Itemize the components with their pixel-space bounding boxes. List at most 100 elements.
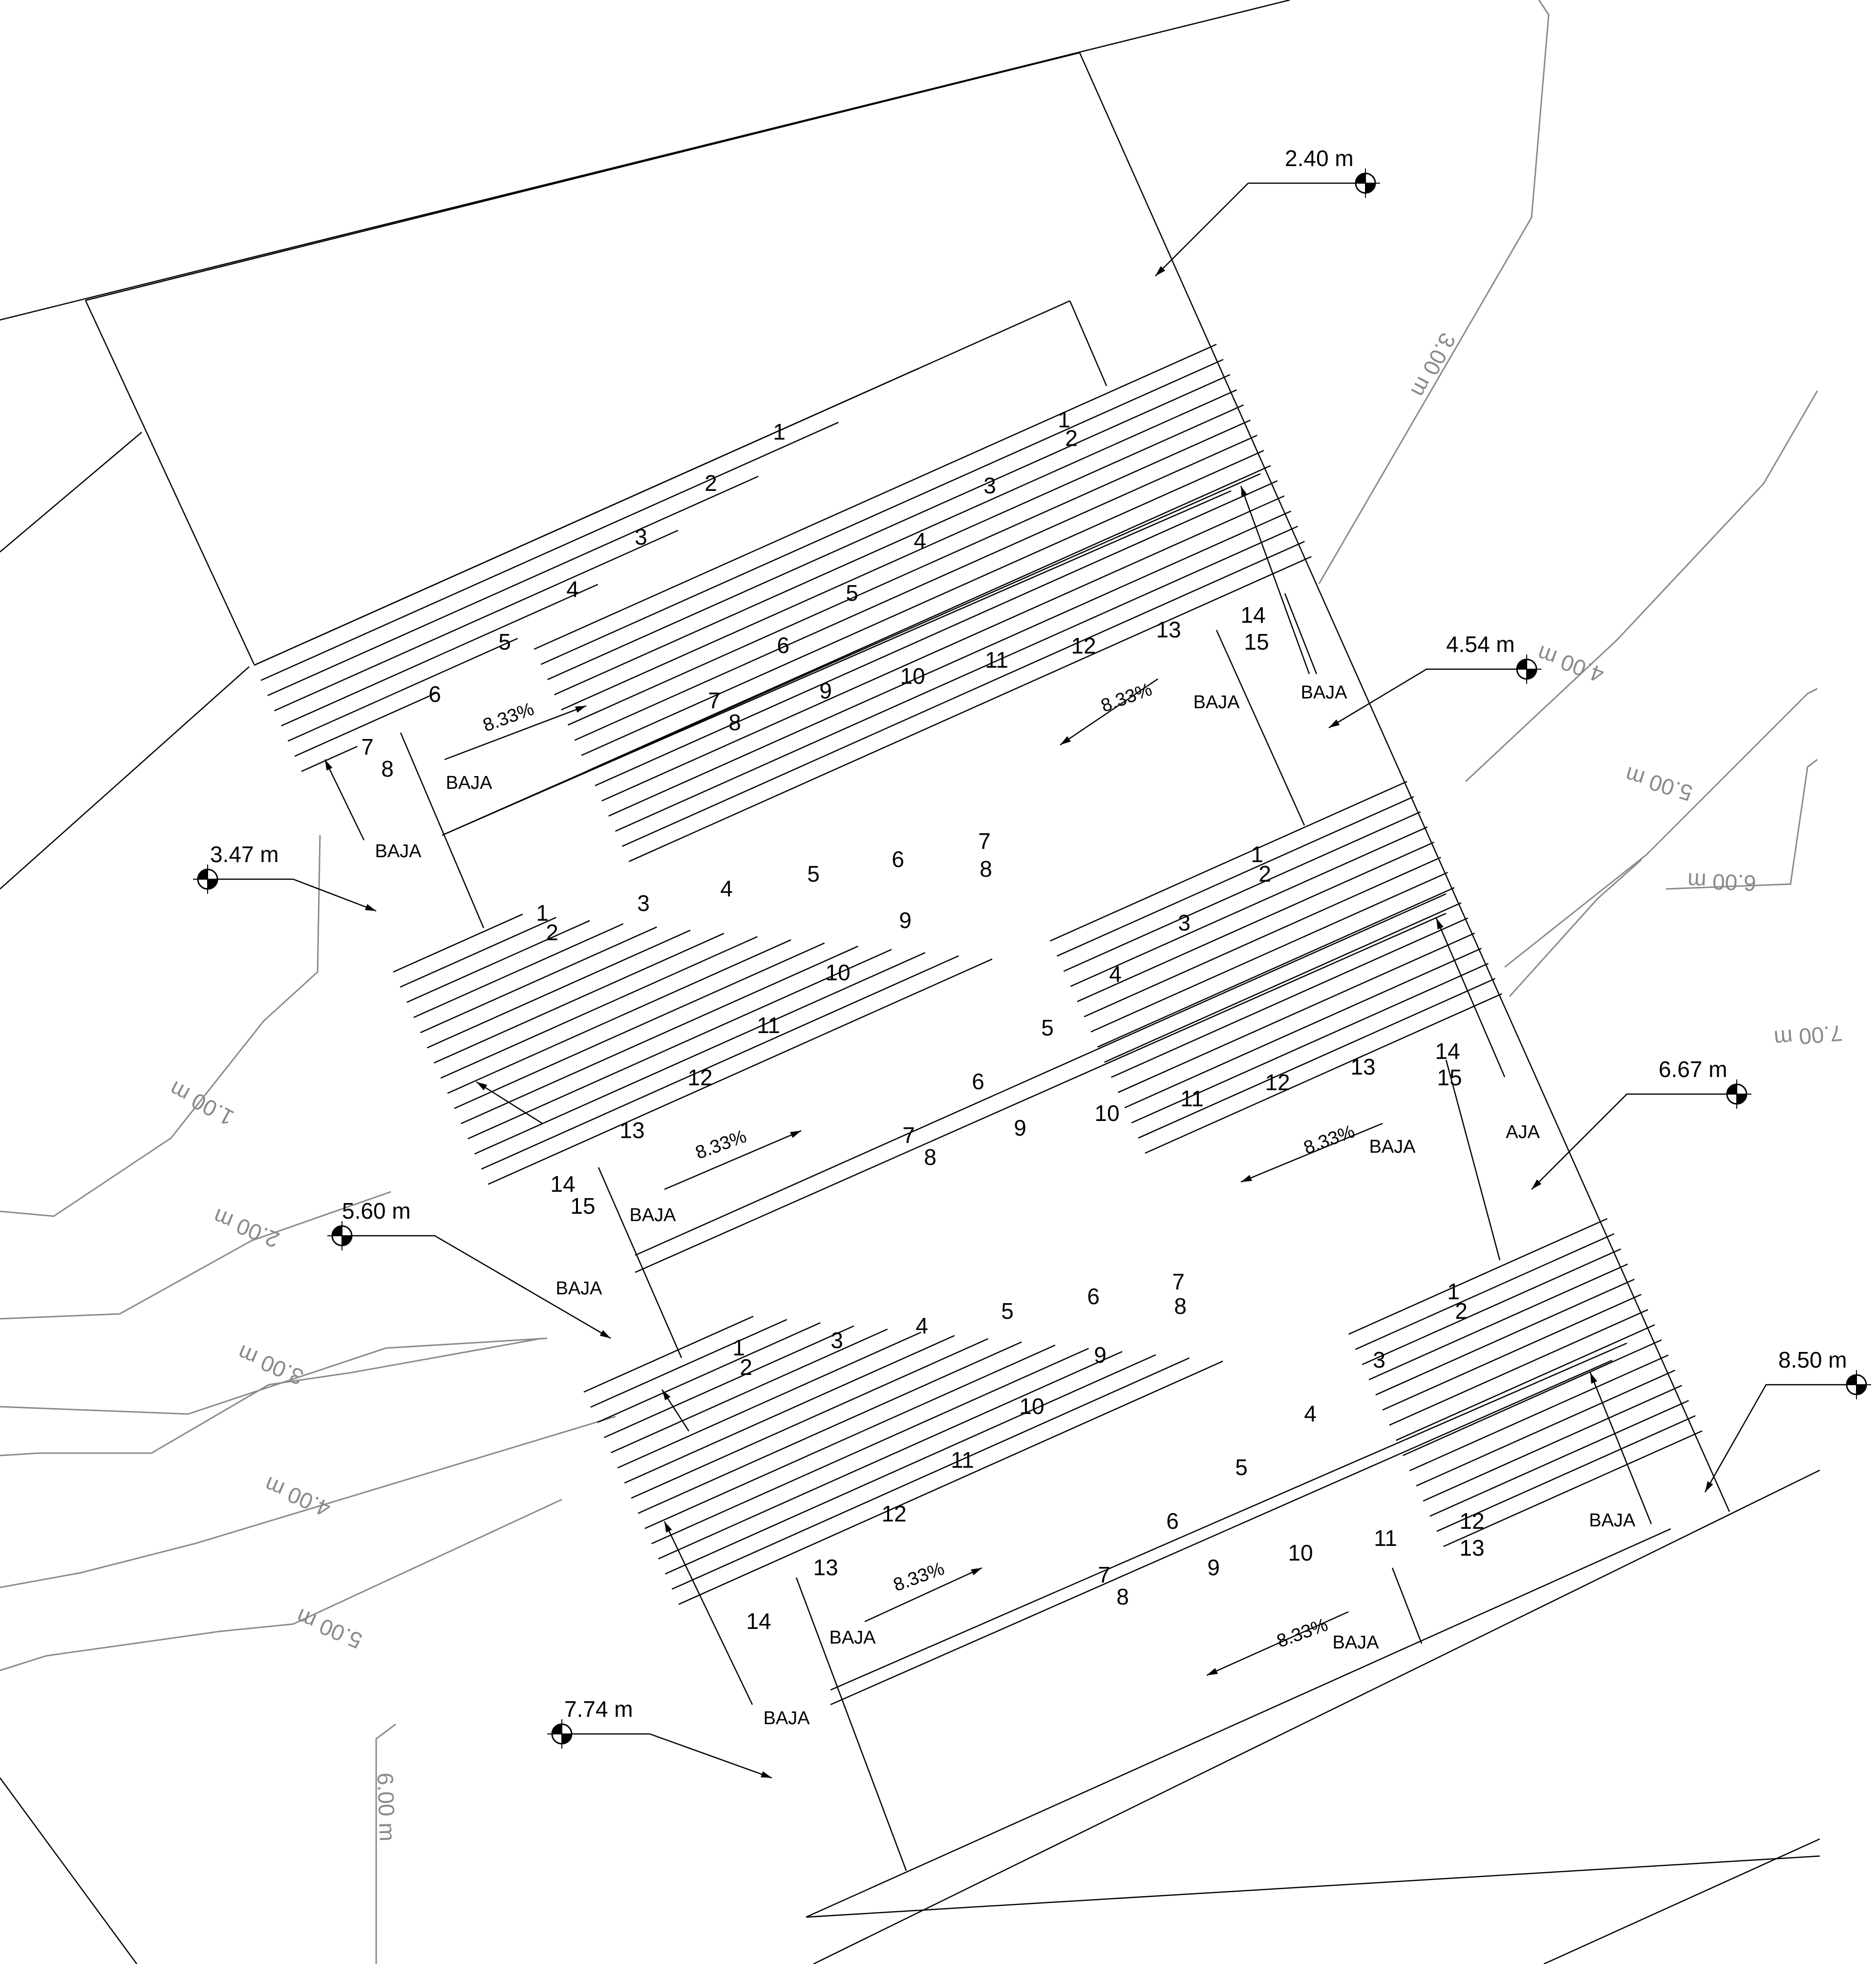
tread-line <box>1362 1248 1621 1365</box>
step-number: 7 <box>361 734 374 760</box>
level-value: 7.74 m <box>564 1696 633 1722</box>
step-number: 11 <box>757 1013 780 1038</box>
step-number: 4 <box>1304 1401 1317 1426</box>
step-line <box>461 946 858 1124</box>
step-line <box>400 917 556 988</box>
tread-line <box>615 526 1298 832</box>
level-marker: 8.50 m <box>1704 1347 1871 1493</box>
step-number: 7 <box>902 1122 915 1148</box>
step-number: 6 <box>972 1069 984 1094</box>
step-number: 9 <box>1207 1555 1220 1580</box>
direction-label: BAJA <box>1589 1510 1636 1531</box>
wall-line <box>795 1577 907 1871</box>
step-number: 5 <box>1041 1015 1054 1040</box>
contour-label: 4.00 m <box>261 1472 334 1522</box>
level-value: 4.54 m <box>1446 632 1515 657</box>
step-line <box>651 1348 1089 1544</box>
step-number: 3 <box>983 473 996 498</box>
contour-label: 3.00 m <box>1406 329 1461 401</box>
step-number: 10 <box>825 960 850 985</box>
tread-line <box>540 359 1224 665</box>
level-value: 8.50 m <box>1778 1347 1847 1373</box>
step-number: 5 <box>1001 1298 1014 1324</box>
step-number: 6 <box>1087 1284 1100 1309</box>
step-line <box>447 939 791 1094</box>
direction-label: BAJA <box>375 841 422 862</box>
tread-line <box>574 435 1258 741</box>
tread-line <box>628 556 1312 862</box>
tread-line <box>1375 1279 1635 1395</box>
tread-line <box>1110 917 1469 1078</box>
level-marker: 7.74 m <box>547 1696 772 1779</box>
step-number: 1 <box>1447 1279 1460 1304</box>
step-number: 6 <box>777 633 789 658</box>
step-number: 2 <box>1065 425 1078 451</box>
step-number: 11 <box>1180 1086 1204 1111</box>
tread-line <box>1416 1370 1676 1487</box>
step-number: 14 <box>1435 1038 1460 1064</box>
step-number: 4 <box>916 1313 928 1338</box>
step-line <box>658 1351 1123 1560</box>
tread-line <box>588 465 1271 771</box>
step-number: 3 <box>1373 1347 1386 1373</box>
step-number: 3 <box>831 1328 843 1353</box>
direction-arrow <box>444 705 587 760</box>
slope-label: 8.33% <box>1301 1121 1358 1159</box>
step-number: 11 <box>1374 1525 1397 1551</box>
step-line <box>406 920 590 1003</box>
step-number: 9 <box>899 908 912 933</box>
tread-line <box>1402 1339 1662 1457</box>
tread-line <box>1050 781 1407 942</box>
direction-arrow <box>663 1521 753 1705</box>
tread-line <box>1423 1385 1683 1502</box>
step-number: 4 <box>914 528 926 553</box>
level-marker-icon <box>327 1221 357 1250</box>
step-number: 12 <box>1071 633 1096 658</box>
tread-line <box>1145 993 1502 1154</box>
step-number: 8 <box>1174 1293 1187 1319</box>
step-number: 4 <box>1109 961 1122 987</box>
step-line <box>274 529 679 712</box>
tread-line <box>1077 842 1434 1002</box>
step-number: 10 <box>900 663 925 689</box>
step-number: 15 <box>570 1193 595 1219</box>
ramp-structure <box>254 300 1703 1918</box>
step-line <box>301 746 358 772</box>
step-number: 6 <box>892 846 904 872</box>
tread-line <box>1436 1415 1696 1532</box>
step-line <box>267 476 759 697</box>
direction-label: BAJA <box>446 773 492 793</box>
level-marker-icon <box>1842 1370 1871 1399</box>
direction-label: BAJA <box>1193 692 1240 713</box>
tread-line <box>561 404 1244 711</box>
step-line <box>260 422 839 681</box>
direction-arrow <box>1435 918 1506 1077</box>
wall-line <box>254 300 1070 666</box>
tread-line <box>1124 948 1482 1109</box>
slope-label: 8.33% <box>1274 1615 1331 1652</box>
step-number: 15 <box>1244 629 1269 655</box>
step-line <box>488 958 993 1185</box>
step-number: 8 <box>924 1144 937 1170</box>
wall-line <box>1069 300 1108 386</box>
tread-line <box>567 420 1251 726</box>
step-number: 3 <box>637 890 650 916</box>
ramp-edge <box>830 1359 1613 1706</box>
tread-line <box>1389 1309 1648 1426</box>
level-marker: 5.60 m <box>327 1198 611 1339</box>
tread-line <box>1355 1233 1615 1350</box>
step-number: 15 <box>1437 1065 1462 1090</box>
step-number: 10 <box>1019 1394 1044 1419</box>
step-line <box>440 936 758 1079</box>
step-number: 7 <box>708 688 721 713</box>
step-number: 13 <box>1156 617 1181 642</box>
step-number: 11 <box>985 647 1008 673</box>
step-number: 1 <box>1251 842 1263 867</box>
tread-line <box>1090 872 1448 1033</box>
contour-label: 3.00 m <box>234 1340 307 1390</box>
step-number: 8 <box>381 756 394 781</box>
step-number: 6 <box>1166 1508 1179 1534</box>
step-line <box>468 949 892 1140</box>
step-number: 5 <box>807 861 820 887</box>
